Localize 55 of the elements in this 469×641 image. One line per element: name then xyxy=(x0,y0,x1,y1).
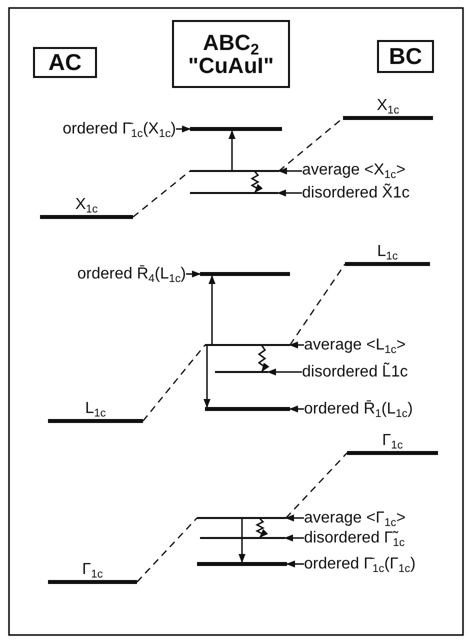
correlation-line xyxy=(286,452,348,518)
energy-level-bar xyxy=(345,262,430,266)
header-box xyxy=(377,40,434,73)
transition-arrow xyxy=(228,130,236,170)
transition-arrow xyxy=(238,518,246,563)
leader-arrow xyxy=(277,189,302,196)
header-box xyxy=(172,20,290,88)
level-name: X$_{1c}$ xyxy=(376,97,400,115)
level-label: ordered R̄$_{4}$(L$_{1c}$) xyxy=(77,264,186,284)
level-name: X$_{1c}$ xyxy=(75,196,98,214)
level-label: average <Γ$_{1c}$> xyxy=(304,508,406,528)
level-name: L$_{1c}$ xyxy=(377,243,398,261)
level-label: ordered R̄$_{1}$(L$_{1c}$) xyxy=(304,399,413,419)
header-text: BC xyxy=(388,44,422,69)
energy-level-bar xyxy=(197,562,287,566)
leader-arrow xyxy=(186,270,201,278)
leader-arrow xyxy=(285,514,304,522)
correlation-line xyxy=(136,518,198,582)
energy-level-bar xyxy=(205,407,290,411)
level-label: disordered L̃1c xyxy=(302,362,408,382)
wavy-arrow xyxy=(255,518,268,538)
level-name: Γ$_{1c}$ xyxy=(382,432,403,450)
leader-arrow xyxy=(284,534,304,542)
level-label: average <X$_{1c}$> xyxy=(302,160,406,180)
correlation-line xyxy=(132,170,190,218)
level-label: ordered Γ̄$_{1c}$(X$_{1c}$) xyxy=(62,119,176,139)
energy-level-bar xyxy=(343,116,433,120)
header-box xyxy=(33,47,97,78)
leader-arrow xyxy=(286,560,304,568)
level-label: disordered X̃1c xyxy=(302,183,410,203)
energy-level-bar xyxy=(200,272,290,276)
header-text: ABC$_{2}$ xyxy=(202,30,260,54)
level-label: average <L$_{1c}$> xyxy=(304,335,406,355)
energy-level-bar xyxy=(190,127,282,131)
leader-arrow xyxy=(289,341,304,348)
energy-level-bar xyxy=(40,215,133,219)
leader-arrow xyxy=(278,167,302,174)
energy-level-bar xyxy=(347,451,438,455)
wavy-arrow xyxy=(258,345,270,372)
level-name: Γ$_{1c}$ xyxy=(82,561,103,579)
level-label: disordered Γ̃$_{1c}$ xyxy=(304,528,405,548)
level-name: L$_{1c}$ xyxy=(85,400,106,418)
wavy-arrow xyxy=(250,171,263,193)
leader-arrow xyxy=(289,406,304,412)
correlation-line xyxy=(142,344,206,422)
transition-arrow xyxy=(204,346,210,408)
header-text: "CuAuI" xyxy=(188,54,274,78)
correlation-line xyxy=(289,264,346,346)
energy-level-bar xyxy=(48,419,143,423)
leader-arrow xyxy=(176,126,191,132)
leader-arrow xyxy=(267,368,302,376)
header-text: AC xyxy=(48,50,82,75)
transition-arrow xyxy=(208,275,216,344)
energy-level-bar xyxy=(48,580,137,584)
level-label: ordered Γ̄$_{1c}$(Γ$_{1c}$) xyxy=(304,554,416,574)
